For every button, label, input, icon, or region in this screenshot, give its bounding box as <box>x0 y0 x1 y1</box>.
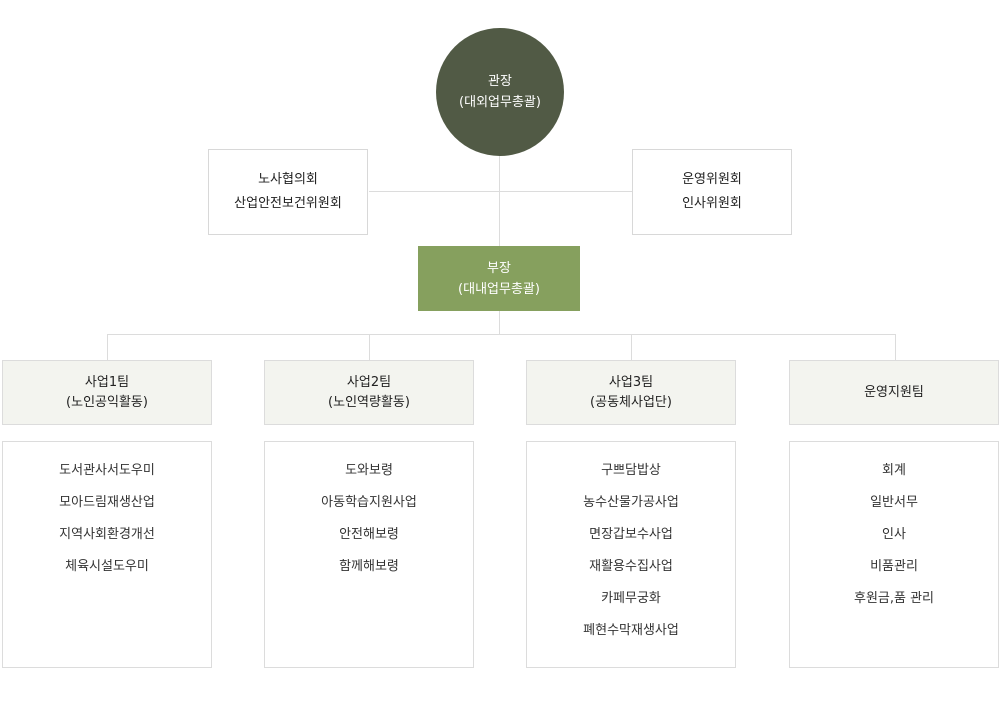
team-1-header: 사업1팀 (노인공익활동) <box>2 360 212 425</box>
team-3-duty: 면장갑보수사업 <box>589 527 673 542</box>
team-2-duties: 도와보령 아동학습지원사업 안전해보령 함께해보령 <box>264 441 474 668</box>
team-3-duties: 구쁘담밥상 농수산물가공사업 면장갑보수사업 재활용수집사업 카페무궁화 폐현수… <box>526 441 736 668</box>
team-4-duty: 비품관리 <box>870 559 918 574</box>
team-4-duties: 회계 일반서무 인사 비품관리 후원금,품 관리 <box>789 441 999 668</box>
team-4-header: 운영지원팀 <box>789 360 999 425</box>
deputy-subtitle: (대내업무총괄) <box>458 281 540 297</box>
director-title: 관장 <box>488 74 512 89</box>
team-1-duties: 도서관사서도우미 모아드림재생산업 지역사회환경개선 체육시설도우미 <box>2 441 212 668</box>
team-3-header: 사업3팀 (공동체사업단) <box>526 360 736 425</box>
team-4-duty: 회계 <box>882 463 906 478</box>
team-3-duty: 카페무궁화 <box>601 591 661 606</box>
safety-health-committee: 산업안전보건위원회 <box>234 196 342 211</box>
committees-right-box: 운영위원회 인사위원회 <box>632 149 792 235</box>
team-2-duty: 도와보령 <box>345 463 393 478</box>
team-2-subtitle: (노인역량활동) <box>328 394 410 410</box>
deputy-title: 부장 <box>487 260 511 276</box>
connector-committees <box>369 191 632 192</box>
team-3-duty: 재활용수집사업 <box>589 559 673 574</box>
team-2-duty: 아동학습지원사업 <box>321 495 417 510</box>
team-1-title: 사업1팀 <box>84 374 130 390</box>
director-subtitle: (대외업무총괄) <box>459 95 541 110</box>
connector-teams-horizontal <box>107 334 896 335</box>
connector-director-deputy <box>499 156 500 246</box>
personnel-committee: 인사위원회 <box>682 196 742 211</box>
labor-management-council: 노사협의회 <box>258 172 318 187</box>
team-2-title: 사업2팀 <box>346 374 392 390</box>
team-3-title: 사업3팀 <box>608 374 654 390</box>
committees-left-box: 노사협의회 산업안전보건위원회 <box>208 149 368 235</box>
team-1-duty: 도서관사서도우미 <box>59 463 155 478</box>
team-1-duty: 지역사회환경개선 <box>59 527 155 542</box>
connector-team-1 <box>107 334 108 360</box>
team-4-duty: 인사 <box>882 527 906 542</box>
connector-deputy-teams <box>499 311 500 335</box>
team-1-duty: 모아드림재생산업 <box>59 495 155 510</box>
team-4-duty: 일반서무 <box>870 495 918 510</box>
connector-team-3 <box>631 334 632 360</box>
team-3-duty: 폐현수막재생사업 <box>583 623 679 638</box>
team-3-duty: 구쁘담밥상 <box>601 463 661 478</box>
director-node: 관장 (대외업무총괄) <box>436 28 564 156</box>
team-1-subtitle: (노인공익활동) <box>66 394 148 410</box>
operating-committee: 운영위원회 <box>682 172 742 187</box>
team-3-duty: 농수산물가공사업 <box>583 495 679 510</box>
team-2-header: 사업2팀 (노인역량활동) <box>264 360 474 425</box>
team-1-duty: 체육시설도우미 <box>65 559 149 574</box>
team-4-title: 운영지원팀 <box>864 384 924 400</box>
connector-team-4 <box>895 334 896 360</box>
team-2-duty: 안전해보령 <box>339 527 399 542</box>
team-2-duty: 함께해보령 <box>339 559 399 574</box>
deputy-node: 부장 (대내업무총괄) <box>418 246 580 311</box>
connector-team-2 <box>369 334 370 360</box>
team-3-subtitle: (공동체사업단) <box>590 394 672 410</box>
team-4-duty: 후원금,품 관리 <box>853 591 935 606</box>
